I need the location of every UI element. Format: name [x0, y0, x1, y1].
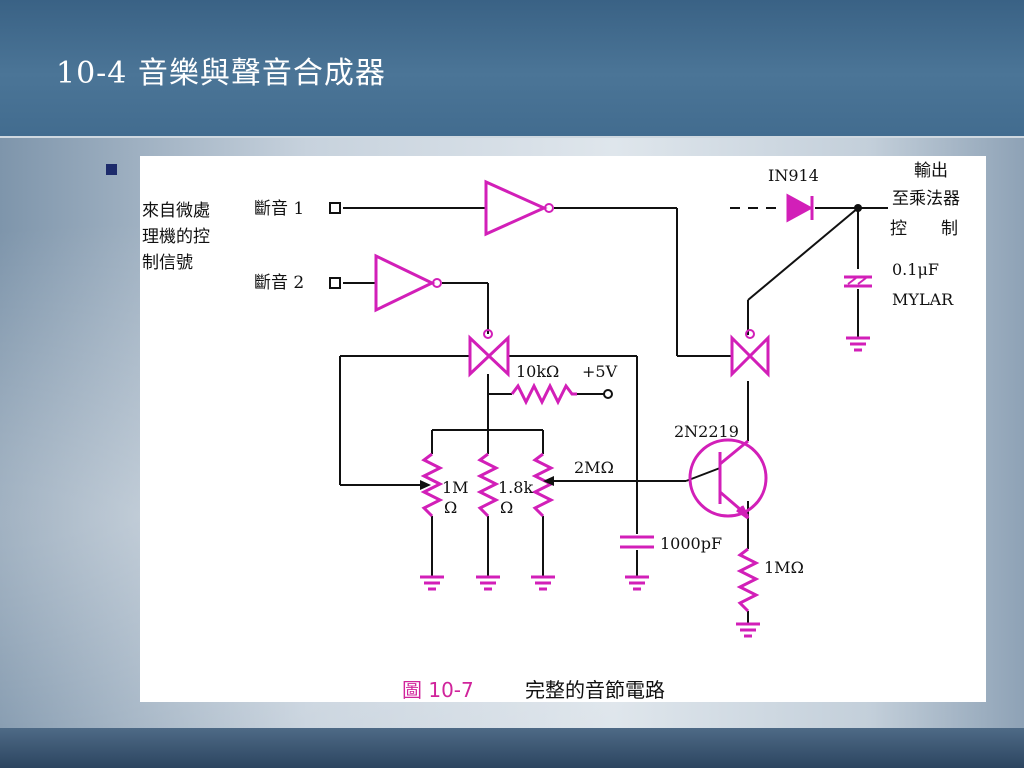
transmission-gate-2 — [730, 334, 770, 378]
circuit-diagram — [329, 179, 888, 638]
gate-1-bubble — [483, 329, 493, 339]
output-junction — [854, 204, 862, 212]
resistor-10k — [510, 382, 577, 406]
inverter-1-bubble — [544, 203, 554, 213]
gate-2-bubble — [745, 329, 755, 339]
figure-number: 圖 10-7 — [402, 678, 474, 702]
pot-1m-label: 1M — [442, 478, 469, 497]
ground-2m — [531, 575, 555, 591]
pot-1m — [420, 452, 444, 518]
figure-caption: 完整的音節電路 — [525, 678, 665, 702]
wires — [339, 207, 888, 624]
inverter-2 — [374, 253, 436, 313]
source-label-line2: 理機的控 — [142, 227, 210, 247]
diode-in914 — [786, 193, 814, 223]
r10k-label: 10kΩ — [516, 362, 560, 381]
source-label-line3: 制信號 — [142, 253, 193, 273]
transistor-2n2219 — [688, 438, 768, 518]
transistor-emitter-arrow — [736, 505, 750, 520]
ground-1000pf — [625, 575, 649, 591]
cap-mylar-label: MYLAR — [892, 290, 954, 309]
output-label-line2: 至乘法器 — [892, 189, 960, 209]
inverter-2-bubble — [432, 278, 442, 288]
source-label-line1: 來自微處 — [142, 201, 210, 221]
wiper-arrow-1m — [420, 480, 431, 490]
resistor-1_8k — [476, 452, 500, 518]
output-label-line3: 控 制 — [890, 219, 958, 239]
input2-label: 斷音 2 — [254, 273, 305, 293]
slide-title: 10-4 音樂與聲音合成器 — [56, 56, 386, 91]
diode-label: IN914 — [768, 166, 819, 185]
ground-emitter — [736, 622, 760, 638]
circuit-figure: 來自微處 理機的控 制信號 斷音 1 斷音 2 IN914 輸出 至乘法器 控 … — [140, 156, 986, 702]
bullet-square-icon — [106, 164, 117, 175]
input2-terminal — [329, 277, 341, 289]
output-label-line1: 輸出 — [914, 161, 948, 181]
transistor-label: 2N2219 — [674, 422, 739, 441]
arrows — [420, 204, 862, 490]
r18k-unit: Ω — [500, 498, 514, 517]
pot-2m — [531, 452, 555, 518]
inverter-1 — [484, 179, 548, 237]
r2m-label: 2MΩ — [574, 458, 614, 477]
ground-1m — [420, 575, 444, 591]
ground-1_8k — [476, 575, 500, 591]
wiper-arrow-2m — [543, 476, 554, 486]
components — [329, 179, 872, 638]
ground-cap-01uf — [846, 336, 870, 352]
input1-label: 斷音 1 — [254, 199, 305, 219]
r18k-label: 1.8k — [498, 478, 534, 497]
transmission-gate-1 — [468, 334, 510, 378]
r1m-emitter-label: 1MΩ — [764, 558, 804, 577]
bottom-decoration — [0, 728, 1024, 768]
vplus-terminal — [603, 389, 613, 399]
pot-1m-unit: Ω — [444, 498, 458, 517]
vplus-label: +5V — [582, 362, 618, 381]
input1-terminal — [329, 202, 341, 214]
cap-01uf-label: 0.1μF — [892, 260, 939, 279]
cap-1000pf-label: 1000pF — [660, 534, 723, 553]
resistor-1m-emitter — [736, 547, 760, 613]
title-bar: 10-4 音樂與聲音合成器 — [0, 0, 1024, 138]
